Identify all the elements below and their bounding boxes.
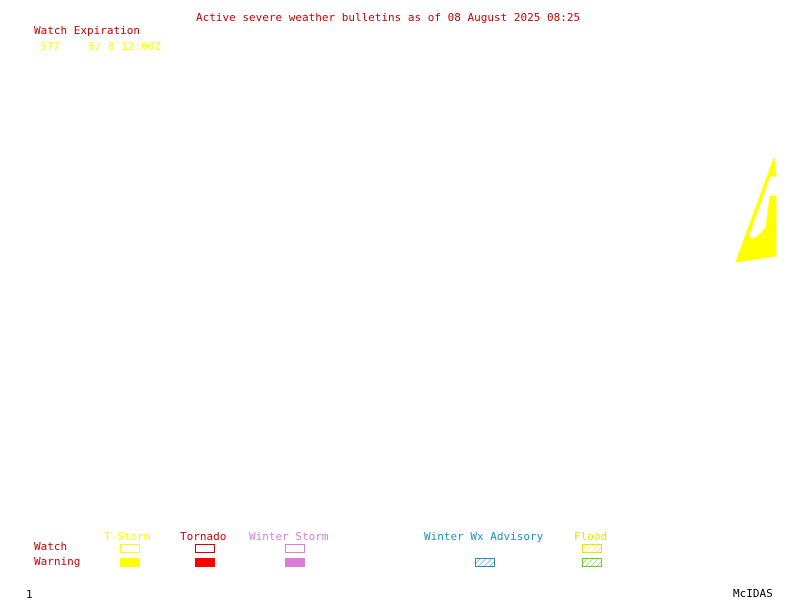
tornado-warning-swatch xyxy=(195,558,215,567)
flood-warning-swatch xyxy=(582,558,602,567)
brand-label: McIDAS xyxy=(733,587,773,600)
legend-tornado-label: Tornado xyxy=(180,530,227,543)
tstorm-watch-swatch xyxy=(120,544,140,553)
bulletin-title: Active severe weather bulletins as of 08… xyxy=(196,11,581,24)
winter-adv-warning-swatch xyxy=(475,558,495,567)
legend-watch-row-label: Watch xyxy=(34,540,68,553)
tstorm-watch-polygon xyxy=(735,157,777,263)
tstorm-warning-swatch xyxy=(120,558,140,567)
tornado-watch-swatch xyxy=(195,544,215,553)
tstorm-watch-outline xyxy=(747,157,775,239)
legend-winter-adv-label: Winter Wx Advisory xyxy=(424,530,544,543)
legend-winter-storm-label: Winter Storm xyxy=(249,530,329,543)
legend-flood-label: Flood xyxy=(574,530,608,543)
legend-warning-row-label: Warning xyxy=(34,555,81,568)
legend-tstorm-label: T-Storm xyxy=(104,530,151,543)
winter-storm-warning-swatch xyxy=(285,558,305,567)
watch-number: 577 xyxy=(40,40,60,53)
page-number: 1 xyxy=(26,588,33,601)
watch-expiration-heading: Watch Expiration xyxy=(34,24,140,37)
watch-expiration-time: 8/ 8 12:00Z xyxy=(88,40,161,53)
winter-storm-watch-swatch xyxy=(285,544,305,553)
flood-watch-swatch xyxy=(582,544,602,553)
